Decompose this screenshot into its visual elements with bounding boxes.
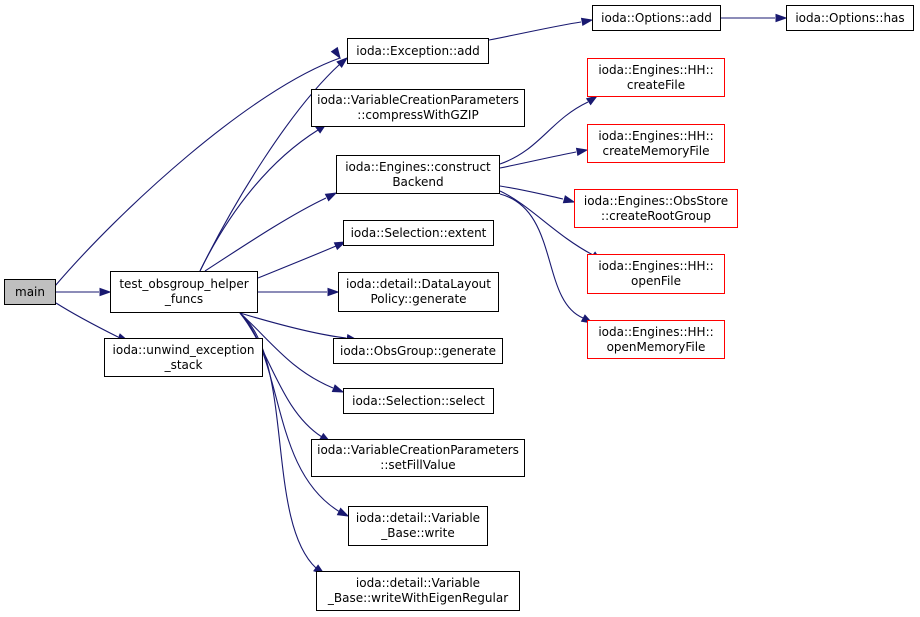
node-hh-create-label-line2: createFile [626,77,686,92]
edge-helper-to-compress [199,129,319,272]
node-construct-backend[interactable]: ioda::Engines::construct Backend [336,155,500,194]
node-obsstore-label-line2: ::createRootGroup [601,208,711,223]
node-hh-creatmem-label-line1: ioda::Engines::HH:: [598,128,714,143]
node-test-obsgroup-helper-funcs[interactable]: test_obsgroup_helper _funcs [110,271,258,313]
node-helper-label-line2: _funcs [164,292,204,306]
node-obsstore-label-line1: ioda::Engines::ObsStore [583,193,729,208]
node-dl-generate-label-line2: Policy::generate [370,292,467,306]
node-hh-create-file[interactable]: ioda::Engines::HH:: createFile [587,58,725,97]
node-unwind-exception-stack[interactable]: ioda::unwind_exception _stack [104,338,263,377]
node-vb-write-label-line1: ioda::detail::Variable [355,511,481,525]
arrowhead-options-add-to-options-has [775,13,788,23]
node-vb-write-label-line2: _Base::write [381,526,455,540]
node-options-has[interactable]: ioda::Options::has [786,5,914,31]
node-options-has-label: ioda::Options::has [795,10,905,25]
arrowhead-main-to-helper [99,287,112,297]
edge-construct-to-hh-open [499,190,594,256]
node-construct-label-line2: Backend [392,174,444,189]
edge-construct-to-hh-openmem [499,193,584,319]
node-selection-extent[interactable]: ioda::Selection::extent [343,220,494,246]
edge-main-to-exception-add [54,57,341,287]
node-hh-open-file[interactable]: ioda::Engines::HH:: openFile [587,254,725,294]
arrowhead-helper-to-vb-write [336,507,350,517]
node-hh-creatmem-label-line2: createMemoryFile [602,143,710,158]
arrowhead-construct-to-obsstore [562,195,576,204]
edge-helper-to-vb-write [239,312,341,513]
node-set-fill-value[interactable]: ioda::VariableCreationParameters ::setFi… [311,439,525,477]
node-setfill-label-line2: ::setFillValue [380,458,456,472]
arrowhead-helper-to-dl-generate [327,287,340,297]
edge-main-to-unwind [55,302,119,338]
arrowhead-helper-to-exception-add [336,57,349,69]
node-hh-open-memory-file[interactable]: ioda::Engines::HH:: openMemoryFile [587,320,725,359]
node-hh-create-memory-file[interactable]: ioda::Engines::HH:: createMemoryFile [587,124,725,163]
edges-layer [54,13,788,575]
edge-construct-to-hh-creatmem [499,151,577,169]
node-vb-writeeig-label-line2: _Base::writeWithEigenRegular [327,591,509,605]
node-selection-select[interactable]: ioda::Selection::select [343,388,494,414]
node-hh-open-label-line2: openFile [630,274,682,288]
node-selection-extent-label: ioda::Selection::extent [350,225,487,240]
arrowhead-helper-to-selection-extent [333,241,347,251]
node-hh-openmem-label-line1: ioda::Engines::HH:: [598,324,714,339]
node-selection-select-label: ioda::Selection::select [352,393,485,408]
node-compress-with-gzip[interactable]: ioda::VariableCreationParameters ::compr… [311,89,525,127]
edge-helper-to-selection-extent [257,245,337,279]
node-unwind-label-line1: ioda::unwind_exception [112,342,255,357]
edge-helper-to-og-generate [239,312,347,339]
node-construct-label-line1: ioda::Engines::construct [345,159,491,174]
node-obsstore-create-root-group[interactable]: ioda::Engines::ObsStore ::createRootGrou… [574,189,738,228]
node-vb-writeeig-label-line1: ioda::detail::Variable [355,576,481,590]
edge-helper-to-setfill [239,312,323,438]
arrowhead-exception-add-to-options-add [580,17,594,27]
node-datalayout-policy-generate[interactable]: ioda::detail::DataLayout Policy::generat… [338,272,499,312]
node-hh-openmem-label-line2: openMemoryFile [606,339,706,354]
edge-helper-to-vb-writeeig [239,312,317,569]
edge-helper-to-selection-select [239,312,334,389]
node-unwind-label-line2: _stack [164,357,203,372]
arrowhead-construct-to-hh-creatmem [575,147,589,157]
node-options-add-label: ioda::Options::add [601,10,712,25]
node-variable-base-write-with-eigen-regular[interactable]: ioda::detail::Variable _Base::writeWithE… [316,571,520,611]
node-hh-create-label-line1: ioda::Engines::HH:: [598,62,714,77]
node-options-add[interactable]: ioda::Options::add [592,5,721,31]
node-main-label: main [15,284,45,299]
node-compress-label-line1: ioda::VariableCreationParameters [317,93,519,107]
node-exception-add-label: ioda::Exception::add [356,43,480,58]
node-setfill-label-line1: ioda::VariableCreationParameters [317,443,519,457]
edge-exception-add-to-options-add [488,21,582,41]
arrowhead-helper-to-selection-select [331,384,345,393]
edge-construct-to-obsstore [499,185,564,200]
node-hh-open-label-line1: ioda::Engines::HH:: [598,259,714,273]
node-dl-generate-label-line1: ioda::detail::DataLayout [346,277,491,291]
arrowhead-main-to-exception-add [330,46,341,60]
node-variable-base-write[interactable]: ioda::detail::Variable _Base::write [348,506,488,546]
node-exception-add[interactable]: ioda::Exception::add [347,38,489,64]
node-obsgroup-generate[interactable]: ioda::ObsGroup::generate [333,338,503,364]
edge-construct-to-hh-create [499,101,589,165]
node-helper-label-line1: test_obsgroup_helper [119,277,249,291]
node-compress-label-line2: ::compressWithGZIP [357,108,479,122]
node-main: main [4,279,56,305]
arrowhead-helper-to-construct [324,192,338,202]
arrowhead-construct-to-hh-create [585,95,599,106]
edge-helper-to-construct [204,197,327,272]
node-og-generate-label: ioda::ObsGroup::generate [339,343,497,358]
